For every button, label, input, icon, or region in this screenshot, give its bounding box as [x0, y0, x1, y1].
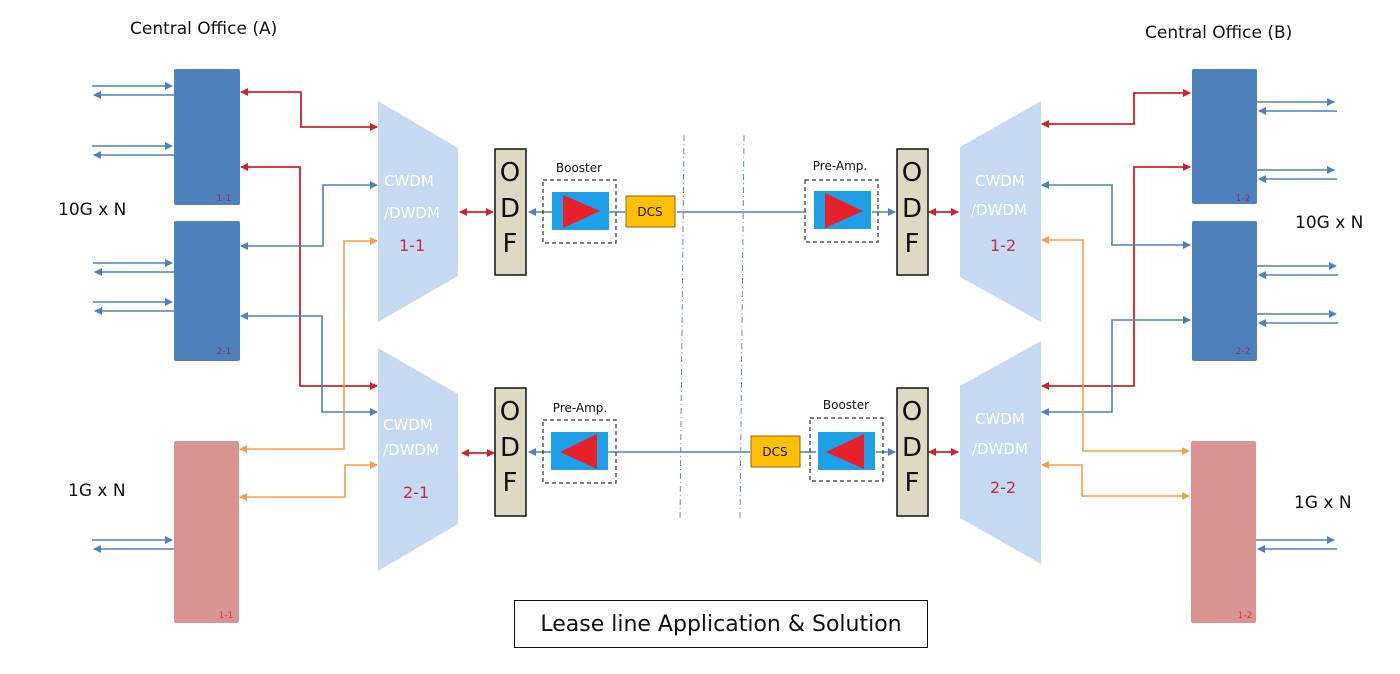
site-b-10g-label: 10G x N: [1295, 213, 1363, 233]
svg-text:D: D: [902, 194, 922, 224]
svg-text:F: F: [503, 468, 518, 498]
site-a-10g-box-1: 1-1: [174, 69, 240, 205]
box-id: 1-2: [1236, 194, 1251, 204]
mux-id: 1-2: [990, 236, 1016, 255]
mux-odf-links: [459, 208, 959, 457]
svg-text:CWDM: CWDM: [384, 172, 434, 190]
site-a-10g-blue-links: [240, 181, 378, 416]
svg-text:D: D: [500, 194, 520, 224]
dcs-b-bottom: DCS: [750, 435, 801, 468]
svg-text:F: F: [905, 229, 920, 259]
svg-text:F: F: [503, 229, 518, 259]
svg-text:D: D: [902, 433, 922, 463]
svg-text:O: O: [902, 397, 922, 427]
svg-text:F: F: [905, 468, 920, 498]
amplifier-b-bottom-booster: Booster: [809, 398, 884, 482]
odf-b-top: O D F: [896, 148, 929, 276]
odf-a-top: O D F: [494, 148, 527, 276]
mux-id: 1-1: [399, 236, 425, 255]
svg-text:CWDM: CWDM: [383, 416, 433, 434]
site-a-10g-box-2: 2-1: [174, 221, 240, 361]
box-id: 2-1: [217, 347, 232, 357]
site-b-1g-box: 1-2: [1191, 441, 1256, 623]
svg-text:/DWDM: /DWDM: [971, 201, 1027, 219]
svg-text:/DWDM: /DWDM: [384, 204, 440, 222]
svg-text:DCS: DCS: [762, 445, 787, 459]
fiber-links: [528, 208, 896, 456]
site-b-1g-label: 1G x N: [1294, 493, 1352, 513]
svg-text:O: O: [500, 158, 520, 188]
svg-text:D: D: [500, 433, 520, 463]
amplifier-triangle-icon: [560, 434, 597, 469]
site-b-title: Central Office (B): [1145, 23, 1292, 43]
box-id: 1-1: [217, 194, 232, 204]
site-a-1g-box: 1-1: [174, 441, 239, 623]
odf-a-bottom: O D F: [494, 387, 527, 517]
site-b-10g-box-2: 2-2: [1192, 221, 1257, 361]
svg-text:CWDM: CWDM: [975, 172, 1025, 190]
amplifier-label: Booster: [556, 161, 602, 175]
site-b-client-ports: [1256, 98, 1338, 553]
amplifier-triangle-icon: [825, 193, 863, 228]
amplifier-a-top-booster: Booster: [542, 161, 617, 244]
box-id: 1-2: [1238, 611, 1253, 621]
amplifier-b-top-preamp: Pre-Amp.: [804, 159, 879, 243]
site-a-client-ports: [92, 82, 174, 553]
box-id: 2-2: [1236, 347, 1251, 357]
mux-a-bottom: CWDM /DWDM 2-1: [378, 348, 458, 571]
svg-text:CWDM: CWDM: [975, 410, 1025, 428]
odf-b-bottom: O D F: [896, 387, 929, 517]
mux-id: 2-2: [990, 478, 1016, 497]
svg-text:DCS: DCS: [637, 205, 662, 219]
site-a-10g-red-links: [240, 88, 378, 390]
dcs-a-top: DCS: [625, 195, 676, 228]
amplifier-label: Booster: [823, 398, 869, 412]
mux-b-top: CWDM /DWDM 1-2: [960, 101, 1041, 322]
svg-text:O: O: [500, 397, 520, 427]
site-a-title: Central Office (A): [130, 19, 277, 39]
diagram-caption: Lease line Application & Solution: [514, 600, 928, 648]
box-id: 1-1: [219, 611, 234, 621]
mux-b-bottom: CWDM /DWDM 2-2: [960, 341, 1041, 564]
amplifier-triangle-icon: [826, 434, 864, 469]
site-b-10g-box-1: 1-2: [1192, 69, 1257, 204]
amplifier-triangle-icon: [563, 195, 600, 228]
site-a-10g-label: 10G x N: [58, 200, 126, 220]
site-b-1g-orange-links: [1041, 236, 1190, 500]
site-a-1g-orange-links: [239, 237, 378, 501]
mux-a-top: CWDM /DWDM 1-1: [378, 101, 458, 322]
amplifier-a-bottom-preamp: Pre-Amp.: [542, 401, 617, 484]
svg-text:/DWDM: /DWDM: [383, 441, 439, 459]
mux-id: 2-1: [403, 483, 429, 502]
site-b-10g-blue-links: [1041, 181, 1191, 416]
amplifier-label: Pre-Amp.: [553, 401, 607, 415]
svg-text:/DWDM: /DWDM: [972, 440, 1028, 458]
amplifier-label: Pre-Amp.: [813, 159, 867, 173]
site-a-1g-label: 1G x N: [68, 481, 126, 501]
svg-text:O: O: [902, 158, 922, 188]
span-boundaries: [679, 134, 745, 521]
